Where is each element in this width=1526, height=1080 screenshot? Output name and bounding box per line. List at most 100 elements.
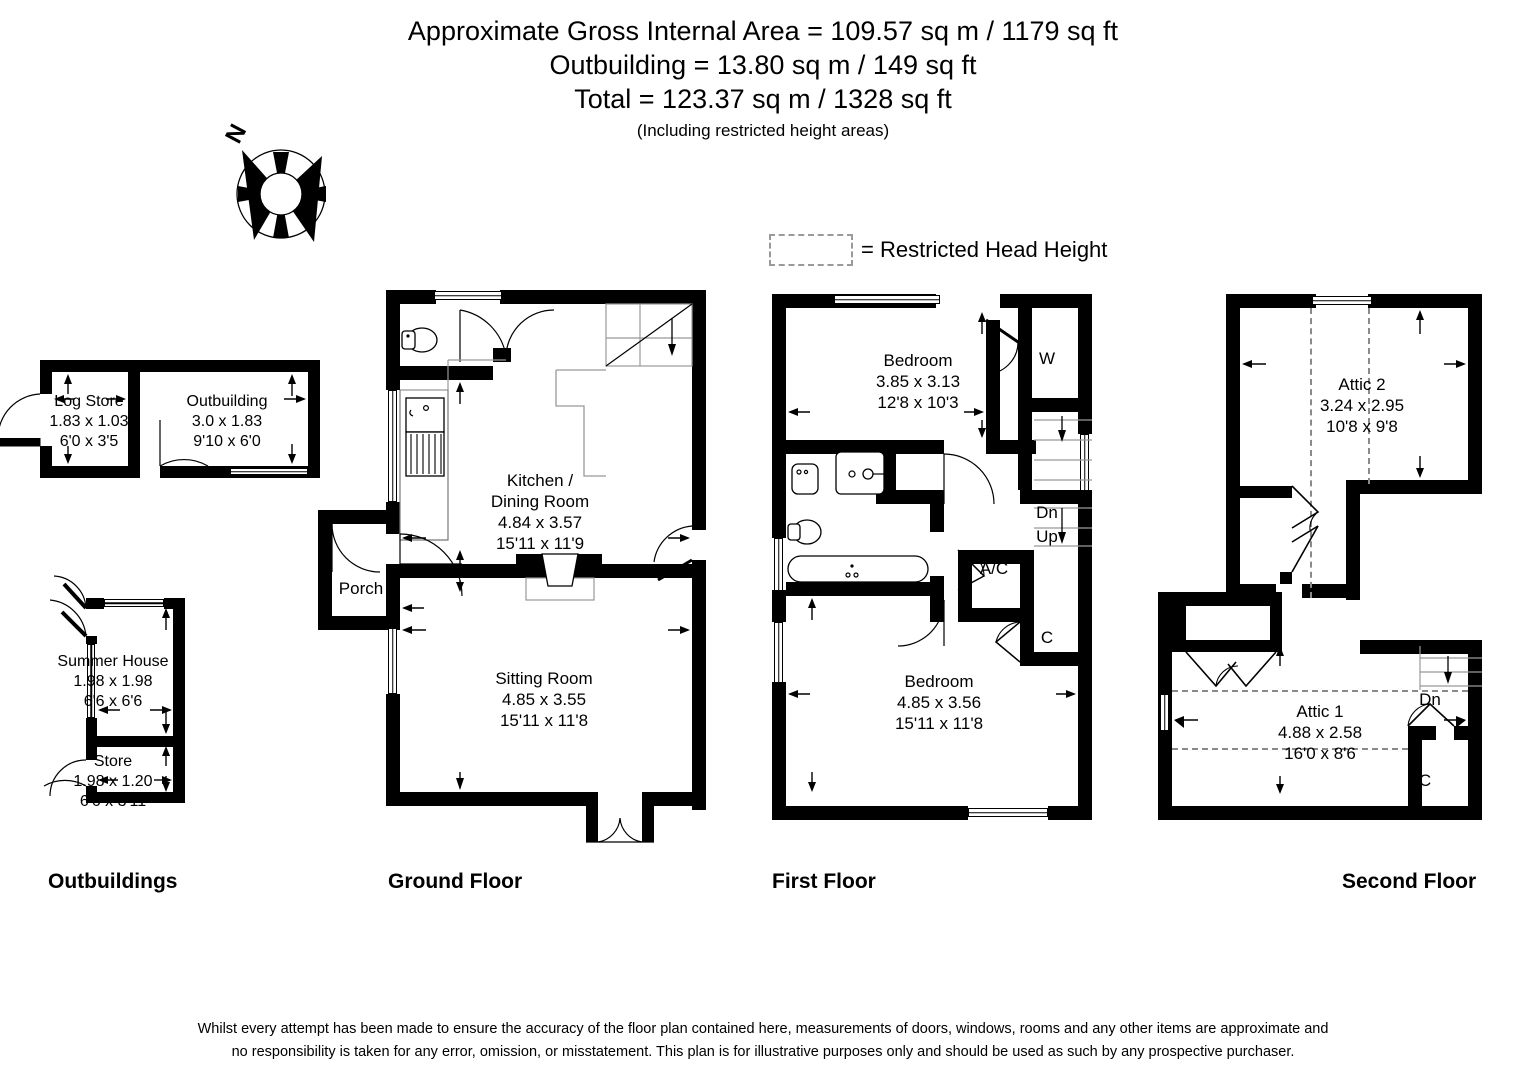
wall-bottom-mid <box>160 466 190 478</box>
wall-kitchen-left-stub <box>386 366 400 390</box>
restricted-dash-attic1-top <box>1172 690 1468 692</box>
wall-top-left-stub <box>86 598 104 609</box>
restricted-dash-attic1-bottom <box>1172 748 1408 750</box>
wall-right <box>308 360 320 478</box>
wall-sitting-left-lower <box>386 694 400 806</box>
window-attic2-top <box>1312 296 1372 305</box>
wall-porch-top <box>318 510 394 524</box>
window-summer-house-top <box>104 599 164 607</box>
room-label-outbuilding: Outbuilding 3.0 x 1.83 9'10 x 6'0 <box>186 393 268 450</box>
compass-star-icon <box>236 149 326 242</box>
wall-ac-bottom <box>958 608 1034 622</box>
wall-sitting-left-upper <box>386 564 400 628</box>
wall-bathroom-right-upper <box>930 490 944 532</box>
wall-bedroom1-bottom <box>786 440 930 454</box>
wall-right-upper <box>1078 294 1092 434</box>
wall-top-right <box>1000 294 1092 308</box>
floor-label-outbuildings: Outbuildings <box>48 870 178 893</box>
label-air-cupboard: A/C <box>979 559 1009 578</box>
label-wardrobe: W <box>1038 349 1056 368</box>
wall-recess-top <box>1240 486 1292 498</box>
disclaimer-line-1: Whilst every attempt has been made to en… <box>197 1021 1329 1037</box>
wall-attic1-inner-left <box>1172 592 1186 644</box>
label-stairs-down-first: Dn <box>1036 503 1058 522</box>
label-cupboard-attic: C <box>1418 771 1432 790</box>
wall-attic-cupboard-left <box>1408 726 1422 808</box>
wall-attic-cupboard-top-left <box>1408 726 1436 740</box>
wall-attic2-bottom-mid <box>1302 584 1360 598</box>
room-label-attic-1: Attic 1 4.88 x 2.58 16'0 x 8'6 <box>1277 702 1363 763</box>
wall-store-bottom <box>86 792 185 803</box>
wall-attic1-inner-right <box>1270 592 1282 652</box>
room-label-store: Store 1.98 x 1.20 6'6 x 3'11 <box>73 753 153 810</box>
wall-kitchen-top-right <box>500 290 706 304</box>
wall-attic1-bottom <box>1158 806 1482 820</box>
restricted-dash-attic2-left <box>1310 308 1312 598</box>
window-bathroom-left <box>774 538 783 596</box>
floor-label-ground: Ground Floor <box>388 870 523 893</box>
wall-top <box>40 360 320 372</box>
window-kitchen-top <box>434 291 502 300</box>
wall-kitchen-left-upper <box>386 290 400 366</box>
wall-right-bottom <box>692 780 706 806</box>
restricted-height-note: (Including restricted height areas) <box>636 121 890 140</box>
wall-left-lower <box>772 682 786 820</box>
door-opening-log-store <box>40 394 52 446</box>
label-stairs-up-first: Up <box>1036 527 1058 546</box>
legend: = Restricted Head Height <box>769 234 1107 266</box>
wall-store-left-bottom <box>86 786 97 803</box>
wall-right <box>173 598 185 803</box>
wall-bathroom-bottom <box>786 582 936 596</box>
door-opening-kitchen-right <box>692 526 706 560</box>
wall-bottom-right <box>1048 806 1092 820</box>
floor-label-second: Second Floor <box>1342 870 1477 893</box>
compass-rose: N <box>220 120 336 257</box>
restricted-dash-attic2-right <box>1368 308 1370 484</box>
room-label-bedroom-2: Bedroom 4.85 x 3.56 15'11 x 11'8 <box>894 672 984 733</box>
wall-mid-horizontal-left <box>394 564 516 578</box>
wall-right-jamb-top <box>692 516 706 530</box>
wall-porch-bottom <box>318 616 394 630</box>
second-floor-plan <box>1158 294 1482 820</box>
wall-recess-jamb-top <box>1280 486 1292 498</box>
wall-wardrobe-left <box>1018 308 1032 412</box>
wall-porch-left <box>318 510 332 630</box>
wall-attic2-top-left <box>1226 294 1316 308</box>
disclaimer-block: Whilst every attempt has been made to en… <box>0 1018 1526 1064</box>
wall-attic2-right <box>1468 294 1482 490</box>
window-sitting-left <box>388 628 397 694</box>
wall-ac-right <box>1020 550 1034 622</box>
wall-attic1-left-upper <box>1158 592 1172 692</box>
wall-wc-jamb <box>493 348 511 362</box>
restricted-head-height-swatch <box>769 234 853 266</box>
wall-attic2-left <box>1226 294 1240 592</box>
wall-attic1-top-left <box>1158 592 1278 606</box>
wall-attic2-bottom-right <box>1346 480 1482 494</box>
wall-recess-jamb-bottom <box>1280 572 1292 584</box>
wall-sitting-bottom-right <box>642 792 706 806</box>
window-outbuilding <box>230 468 308 475</box>
wall-stairwell-left <box>1018 412 1032 490</box>
wall-left-mid <box>772 590 786 622</box>
wall-bottom-left <box>772 806 968 820</box>
wall-cupboard-bottom <box>1020 652 1092 666</box>
wall-attic2-top-right <box>1368 294 1482 308</box>
disclaimer-line-2: no responsibility is taken for any error… <box>231 1044 1295 1060</box>
wall-sitting-bottom-left <box>386 792 586 806</box>
window-kitchen-left <box>388 390 397 502</box>
total-area-text: Total = 123.37 sq m / 1328 sq ft <box>574 84 952 114</box>
wall-fireplace-block <box>516 554 602 578</box>
room-label-sitting-room: Sitting Room 4.85 x 3.55 15'11 x 11'8 <box>495 669 593 730</box>
label-cupboard-first: C <box>1040 628 1054 647</box>
outbuilding-area-text: Outbuilding = 13.80 sq m / 149 sq ft <box>549 50 977 80</box>
room-label-kitchen-dining: Kitchen / Dining Room 4.84 x 3.57 15'11 … <box>490 471 590 553</box>
wall-divider <box>128 360 140 478</box>
room-label-bedroom-1: Bedroom 3.85 x 3.13 12'8 x 10'3 <box>875 351 961 412</box>
label-stairs-down-attic: Dn <box>1419 690 1441 709</box>
room-label-porch: Porch <box>338 579 384 598</box>
gross-internal-area-text: Approximate Gross Internal Area = 109.57… <box>407 16 1119 46</box>
wall-wardrobe-bottom <box>1018 398 1092 412</box>
wall-bay-left <box>586 792 598 842</box>
wall-bottom-left <box>40 466 128 478</box>
wall-attic1-inner-bottom <box>1172 640 1282 652</box>
